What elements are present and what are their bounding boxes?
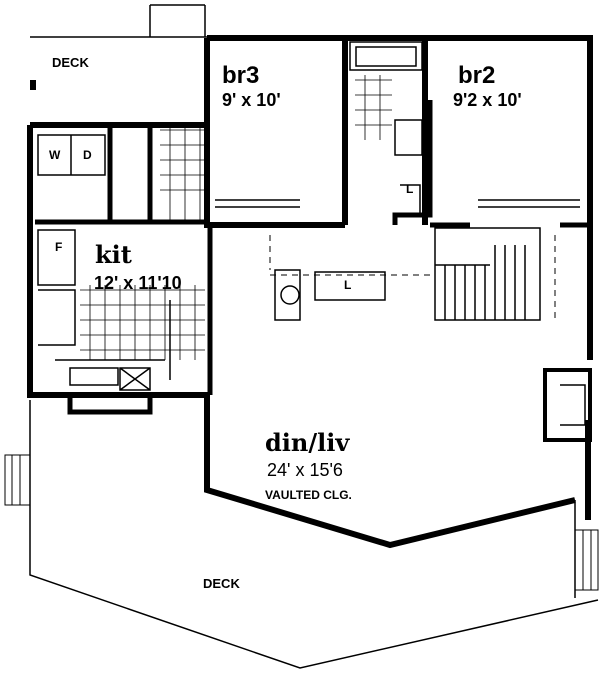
vaulted-ceiling-note: VAULTED CLG. bbox=[265, 488, 352, 502]
linen-label-2: L bbox=[344, 278, 352, 292]
toilet-or-appliance bbox=[280, 285, 300, 305]
closets bbox=[215, 199, 580, 321]
deck-post bbox=[30, 80, 36, 90]
tile-grid bbox=[80, 75, 392, 360]
deck-top-label: DECK bbox=[52, 55, 89, 70]
ceiling-dashed-lines bbox=[269, 235, 556, 320]
deck-bottom-label: DECK bbox=[203, 576, 240, 591]
br2-name: br2 bbox=[458, 62, 496, 89]
br3-size: 9' x 10' bbox=[222, 90, 281, 110]
stair bbox=[434, 227, 541, 321]
dryer-label: D bbox=[83, 148, 92, 162]
fridge-label: F bbox=[55, 240, 63, 254]
kit-size: 12' x 11'10 bbox=[94, 273, 182, 293]
br3-name: br3 bbox=[222, 62, 260, 89]
bay-windows bbox=[259, 504, 471, 541]
kit-name: kit bbox=[95, 240, 132, 269]
linen-label-1: L bbox=[406, 182, 414, 196]
fireplace bbox=[543, 368, 592, 442]
din-liv-name: din/liv bbox=[265, 428, 350, 457]
br2-size: 9'2 x 10' bbox=[453, 90, 522, 110]
bath-fixtures bbox=[349, 41, 423, 216]
kitchen-counters bbox=[37, 134, 171, 391]
din-liv-size: 24' x 15'6 bbox=[267, 460, 343, 480]
deck-steps bbox=[4, 454, 599, 591]
washer-label: W bbox=[49, 148, 61, 162]
deck-top-outline bbox=[30, 4, 207, 38]
